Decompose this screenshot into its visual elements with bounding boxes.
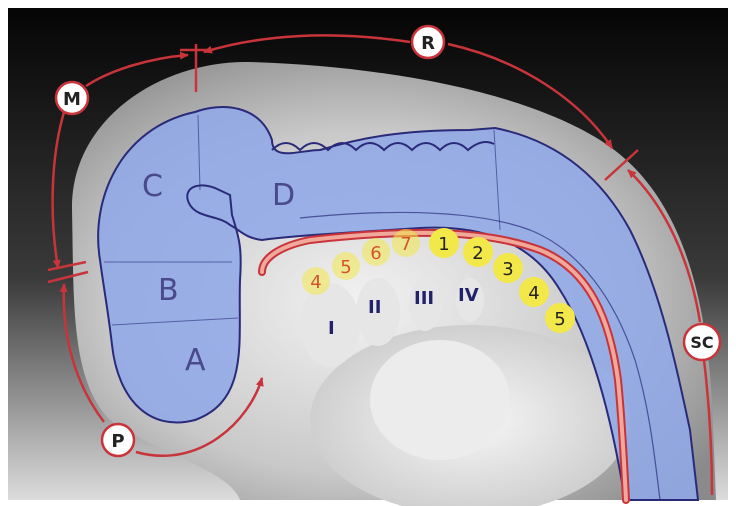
arch-label-1: I	[328, 318, 335, 339]
somite-orange-label: 6	[370, 243, 381, 264]
division-label-m: M	[56, 82, 88, 114]
somite-yellow-label: 2	[472, 243, 483, 264]
svg-text:SC: SC	[690, 333, 713, 352]
somite-yellow-label: 3	[502, 259, 513, 280]
somite-orange-label: 5	[340, 257, 351, 278]
svg-text:M: M	[63, 89, 81, 110]
somite-yellow-label: 1	[438, 234, 449, 255]
arch-label-2: II	[368, 297, 381, 318]
svg-text:P: P	[111, 431, 124, 452]
arch-label-3: III	[414, 288, 434, 309]
somite-yellow-label: 5	[554, 309, 565, 330]
region-label-b: B	[158, 273, 179, 308]
somite-orange-label: 4	[310, 272, 321, 293]
region-label-c: C	[142, 169, 163, 204]
svg-text:R: R	[421, 33, 435, 54]
region-label-a: A	[185, 343, 206, 378]
somite-orange-label: 7	[400, 234, 411, 255]
division-label-sc: SC	[684, 324, 720, 360]
heart-inner	[370, 340, 510, 460]
somite-yellow-label: 4	[528, 283, 539, 304]
division-label-r: R	[412, 26, 444, 58]
arch-label-4: IV	[458, 285, 479, 306]
division-label-p: P	[102, 424, 134, 456]
region-label-d: D	[272, 178, 295, 213]
